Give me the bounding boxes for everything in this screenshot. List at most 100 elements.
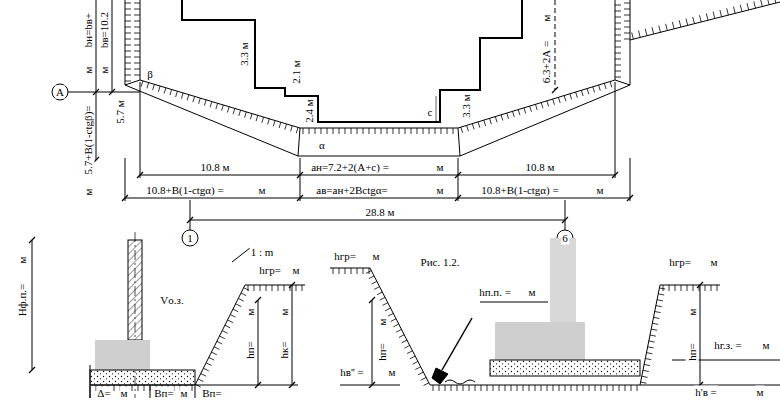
hatch-tick <box>654 317 660 318</box>
hatch-tick <box>366 271 371 274</box>
hatch-tick <box>717 285 718 291</box>
hatch-tick <box>747 3 749 10</box>
hatch-tick <box>391 319 396 322</box>
dimension-label: м <box>258 184 267 197</box>
hatch-tick <box>767 0 769 5</box>
hatch-tick <box>150 385 151 391</box>
hatch-tick <box>530 106 532 112</box>
hatch-tick <box>291 126 293 132</box>
hatch-tick <box>441 128 442 134</box>
column <box>128 240 142 340</box>
hatch-tick <box>650 335 656 336</box>
hatch-tick <box>675 285 676 291</box>
dimension-label: 10.8+В(1-ctgα) = <box>145 184 224 197</box>
hatch-tick <box>377 292 382 295</box>
hatch-tick <box>278 285 279 291</box>
hatch-tick <box>236 304 241 307</box>
hatch-tick <box>645 359 651 360</box>
hatch-tick <box>624 9 630 10</box>
dimension-label: м <box>372 250 381 263</box>
hatch-tick <box>369 128 370 134</box>
hatch-tick <box>524 108 526 114</box>
dim-tick <box>369 382 375 388</box>
hatch-tick <box>256 115 258 121</box>
dimension-label: 1 : m <box>250 246 275 259</box>
hatch-tick <box>693 285 694 291</box>
hatch-tick <box>570 94 572 100</box>
ground-line <box>630 2 780 40</box>
hatch-tick <box>170 90 172 96</box>
hatch-tick <box>657 300 663 301</box>
ext-line <box>458 158 459 201</box>
hatch-tick <box>632 32 634 39</box>
hatch-tick <box>553 385 554 391</box>
hatch-tick <box>125 81 131 82</box>
hatch-tick <box>536 104 538 110</box>
hatch-tick <box>272 285 273 291</box>
shovel-handle <box>442 318 472 370</box>
hatch-tick <box>711 285 712 291</box>
hatch-tick <box>529 385 530 391</box>
hatch-tick <box>607 385 608 391</box>
dimension-label: aн=7.2+2(А+с) = <box>310 161 390 174</box>
hatch-tick <box>463 385 464 391</box>
hatch-tick <box>254 285 255 291</box>
dimension-label: м <box>596 184 605 197</box>
hatch-tick <box>517 385 518 391</box>
dimension-label: м <box>540 14 553 23</box>
hatch-tick <box>315 128 316 134</box>
hatch-tick <box>345 128 346 134</box>
dim-line <box>700 285 701 385</box>
hatch-tick <box>369 268 370 274</box>
hatch-tick <box>599 85 601 91</box>
hatch-tick <box>374 287 379 290</box>
dimension-label: м <box>686 308 699 317</box>
hatch-tick <box>193 96 195 102</box>
dimension-label: м <box>82 188 95 197</box>
hatch-tick <box>285 124 287 130</box>
hatch-tick <box>415 367 420 370</box>
hatch-tick <box>615 29 621 30</box>
dim-tick <box>187 217 193 223</box>
pit-inner-edge <box>140 0 615 128</box>
dim-line <box>555 0 556 90</box>
hatch-tick <box>230 315 235 318</box>
hatch-tick <box>125 69 131 70</box>
hatch-tick <box>125 33 131 34</box>
hatch-tick <box>423 128 424 134</box>
hatch-tick <box>587 89 589 95</box>
hatch-tick <box>663 285 664 291</box>
ext-line <box>195 386 196 398</box>
hatch-tick <box>641 382 647 383</box>
axis-line <box>565 200 566 230</box>
hatch-tick <box>467 125 469 131</box>
hatch-tick <box>262 117 264 123</box>
dimension-label: α <box>318 139 326 152</box>
dimension-label: 1 <box>186 232 194 245</box>
hatch-tick <box>615 11 621 12</box>
hatch-tick <box>134 33 140 34</box>
dimension-label: м <box>528 286 537 299</box>
hatch-tick <box>134 15 140 16</box>
hatch-tick <box>490 118 492 124</box>
dimension-label: hп.п. = <box>478 286 512 299</box>
dimension-label: 10.8 м <box>200 161 231 174</box>
hatch-tick <box>125 57 131 58</box>
hatch-tick <box>138 385 139 391</box>
hatch-tick <box>203 368 208 371</box>
hatch-tick <box>615 77 621 78</box>
hatch-tick <box>613 385 614 391</box>
dimension-label: 28.8 м <box>365 206 396 219</box>
hatch-tick <box>125 75 131 76</box>
hatch-tick <box>615 59 621 60</box>
ext-line <box>300 158 301 201</box>
footing <box>495 322 585 360</box>
hatch-tick <box>478 122 480 128</box>
hatch-tick <box>581 90 583 96</box>
hatch-tick <box>176 91 178 97</box>
hatch-tick <box>125 15 131 16</box>
hatch-tick <box>615 65 621 66</box>
hatch-tick <box>601 385 602 391</box>
hatch-tick <box>659 288 665 289</box>
slope-joint <box>458 128 460 156</box>
